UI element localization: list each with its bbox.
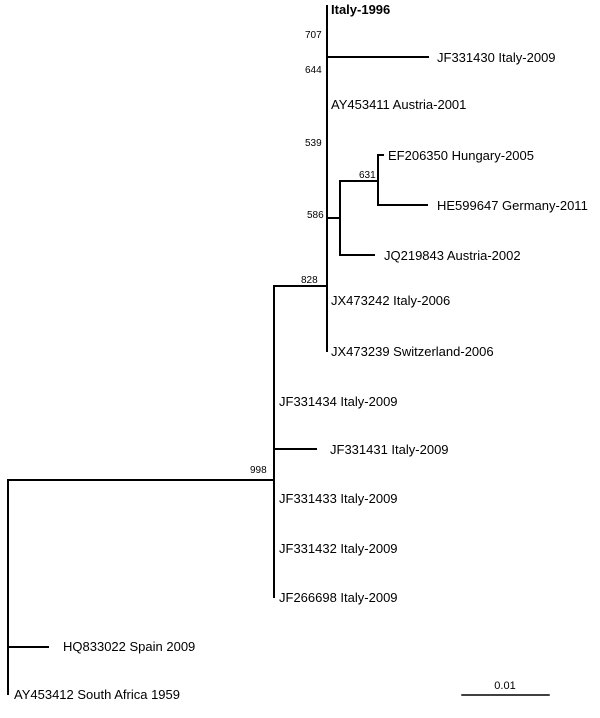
bootstrap-value: 539 [305,138,322,149]
bootstrap-value: 998 [250,465,267,476]
taxon-label: JF331430 Italy-2009 [437,50,556,65]
bootstrap-value: 631 [359,170,376,181]
bootstrap-values: 707 644 539 631 586 828 998 [250,30,376,476]
taxon-label: JX473242 Italy-2006 [331,293,450,308]
taxon-label: JF331431 Italy-2009 [330,442,449,457]
taxon-label: JF331434 Italy-2009 [279,394,398,409]
taxon-label: HE599647 Germany-2011 [437,198,588,213]
taxon-label: Italy-1996 [331,2,390,17]
scale-bar: 0.01 [461,680,550,696]
taxon-label: AY453411 Austria-2001 [331,97,466,112]
scale-bar-label: 0.01 [494,680,515,692]
taxon-label: JX473239 Switzerland-2006 [331,344,494,359]
bootstrap-value: 644 [305,65,322,76]
taxon-label: JF331433 Italy-2009 [279,491,398,506]
taxon-label: JQ219843 Austria-2002 [384,248,521,263]
taxon-label: EF206350 Hungary-2005 [388,148,534,163]
tree-branches [7,5,429,695]
bootstrap-value: 828 [301,275,318,286]
bootstrap-value: 707 [305,30,322,41]
taxon-label: JF266698 Italy-2009 [279,590,398,605]
taxon-label: JF331432 Italy-2009 [279,541,398,556]
taxon-label: AY453412 South Africa 1959 [14,687,180,702]
bootstrap-value: 586 [307,210,324,221]
taxon-label: HQ833022 Spain 2009 [63,639,195,654]
taxon-labels: Italy-1996 JF331430 Italy-2009 AY453411 … [14,2,588,702]
